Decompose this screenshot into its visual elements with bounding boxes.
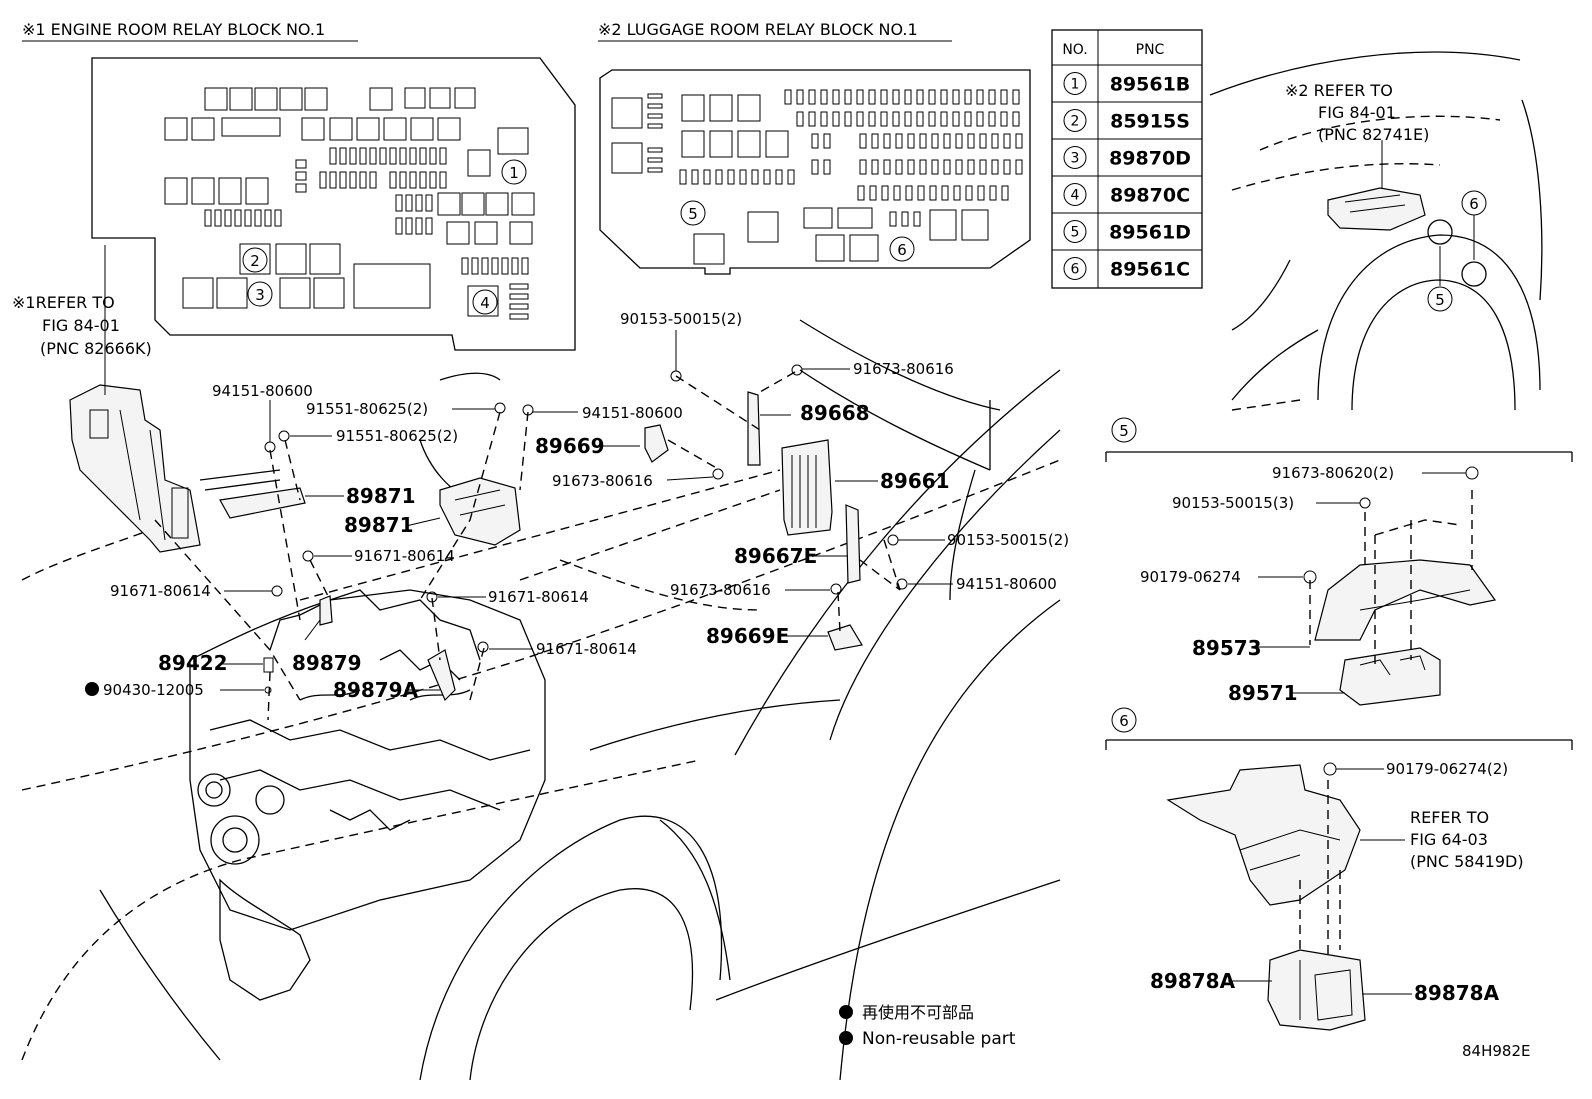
label-91551-80625-a: 91551-80625(2) bbox=[306, 400, 428, 418]
section-5-marker: 5 bbox=[1119, 422, 1129, 440]
table-row-pnc: 85915S bbox=[1110, 111, 1190, 133]
marker-1: 1 bbox=[509, 164, 519, 182]
ref3-line1: REFER TO bbox=[1410, 808, 1489, 827]
section-5: 5 bbox=[1105, 417, 1573, 706]
label-89669E: 89669E bbox=[706, 624, 789, 648]
table-row-pnc: 89870C bbox=[1110, 185, 1190, 207]
table-row-no: 5 bbox=[1071, 225, 1080, 241]
rear-vehicle-view: 5 6 bbox=[1209, 51, 1543, 411]
legend-en: Non-reusable part bbox=[862, 1029, 1016, 1049]
marker-5-rear: 5 bbox=[1435, 291, 1445, 309]
non-reusable-dot bbox=[85, 682, 99, 696]
luggage-block-heading: ※2 LUGGAGE ROOM RELAY BLOCK NO.1 bbox=[598, 20, 918, 39]
table-header-no: NO. bbox=[1062, 42, 1087, 58]
table-row-marker bbox=[1063, 220, 1087, 243]
figure-code: 84H982E bbox=[1462, 1042, 1530, 1060]
label-91671-80614-c: 91671-80614 bbox=[488, 588, 589, 606]
label-91673-80616-c: 91673-80616 bbox=[670, 581, 771, 599]
ref2-line2: FIG 84-01 bbox=[1318, 103, 1396, 122]
label-90179-06274-b: 90179-06274(2) bbox=[1386, 760, 1508, 778]
label-90430-12005: 90430-12005 bbox=[103, 681, 204, 699]
engine-illustration bbox=[189, 589, 546, 1001]
ref3-line3: (PNC 58419D) bbox=[1410, 852, 1524, 871]
marker-5: 5 bbox=[688, 205, 698, 223]
ref3-line2: FIG 64-03 bbox=[1410, 830, 1488, 849]
label-89871-a: 89871 bbox=[346, 484, 416, 508]
label-91673-80616-a: 91673-80616 bbox=[853, 360, 954, 378]
label-90179-06274-a: 90179-06274 bbox=[1140, 568, 1241, 586]
label-89661: 89661 bbox=[880, 469, 950, 493]
label-90153-50015-c: 90153-50015(3) bbox=[1172, 494, 1294, 512]
table-row-no: 4 bbox=[1071, 188, 1080, 204]
ref1-line1: ※1REFER TO bbox=[12, 293, 115, 312]
assembly-dash-lines bbox=[154, 371, 901, 721]
label-91671-80614-b: 91671-80614 bbox=[110, 582, 211, 600]
label-91551-80625-b: 91551-80625(2) bbox=[336, 427, 458, 445]
marker-4: 4 bbox=[480, 294, 490, 312]
ref1-line2: FIG 84-01 bbox=[42, 316, 120, 335]
table-row-no: 3 bbox=[1071, 151, 1080, 167]
bracket-89871 bbox=[219, 477, 521, 546]
luggage-relay-block: 5 6 bbox=[599, 69, 1031, 275]
label-89573: 89573 bbox=[1192, 636, 1262, 660]
label-89571: 89571 bbox=[1228, 681, 1298, 705]
label-89879: 89879 bbox=[292, 651, 362, 675]
label-91673-80620: 91673-80620(2) bbox=[1272, 464, 1394, 482]
marker-6: 6 bbox=[897, 241, 907, 259]
table-row-pnc: 89870D bbox=[1109, 148, 1191, 170]
engine-relay-assembly bbox=[69, 245, 201, 553]
section-6-marker: 6 bbox=[1119, 712, 1129, 730]
table-row-marker bbox=[1063, 72, 1087, 95]
table-row-pnc: 89561B bbox=[1110, 74, 1191, 96]
label-89667E: 89667E bbox=[734, 544, 817, 568]
legend-dot-jp bbox=[839, 1005, 853, 1019]
table-row-marker bbox=[1063, 109, 1087, 132]
label-89879A: 89879A bbox=[333, 678, 419, 702]
label-94151-80600-b: 94151-80600 bbox=[582, 404, 683, 422]
part-labels: 94151-80600 91551-80625(2) 91551-80625(2… bbox=[85, 310, 1508, 1005]
table-row-marker bbox=[1063, 146, 1087, 169]
label-94151-80600-a: 94151-80600 bbox=[212, 382, 313, 400]
label-89422: 89422 bbox=[158, 651, 228, 675]
label-89878A-b: 89878A bbox=[1414, 981, 1500, 1005]
table-header-pnc: PNC bbox=[1136, 42, 1165, 58]
label-89669: 89669 bbox=[535, 434, 605, 458]
pnc-table: NO. PNC 1 89561B 2 85915S 3 89870D 4 89870C 5 895… bbox=[1051, 29, 1203, 289]
refer-notes: ※1REFER TO FIG 84-01 (PNC 82666K) ※2 REF… bbox=[12, 81, 1524, 871]
table-row-no: 1 bbox=[1071, 77, 1080, 93]
table-row-pnc: 89561D bbox=[1109, 222, 1191, 244]
engine-relay-block: 1 2 3 4 bbox=[91, 57, 576, 351]
label-90153-50015-b: 90153-50015(2) bbox=[947, 531, 1069, 549]
engine-block-heading: ※1 ENGINE ROOM RELAY BLOCK NO.1 bbox=[22, 20, 325, 39]
legend-dot-en bbox=[839, 1031, 853, 1045]
marker-3: 3 bbox=[255, 286, 265, 304]
table-row-marker bbox=[1063, 257, 1087, 280]
table-row-no: 2 bbox=[1071, 114, 1080, 130]
ref1-line3: (PNC 82666K) bbox=[40, 339, 152, 358]
label-94151-80600-c: 94151-80600 bbox=[956, 575, 1057, 593]
ecu-89661 bbox=[644, 391, 863, 651]
legend: 再使用不可部品 Non-reusable part bbox=[839, 1003, 1016, 1049]
label-90153-50015-a: 90153-50015(2) bbox=[620, 310, 742, 328]
marker-6-rear: 6 bbox=[1469, 195, 1479, 213]
section-6: 6 bbox=[1105, 707, 1573, 1031]
legend-jp: 再使用不可部品 bbox=[862, 1003, 974, 1022]
bracket-89879 bbox=[319, 595, 456, 702]
label-89871-b: 89871 bbox=[344, 513, 414, 537]
ref2-line3: (PNC 82741E) bbox=[1318, 125, 1429, 144]
ref2-line1: ※2 REFER TO bbox=[1285, 81, 1393, 100]
vehicle-outline bbox=[21, 319, 1061, 1081]
table-row-marker bbox=[1063, 183, 1087, 206]
leader-lines bbox=[220, 330, 953, 691]
table-row-no: 6 bbox=[1071, 262, 1080, 278]
table-row-pnc: 89561C bbox=[1110, 259, 1190, 281]
marker-2: 2 bbox=[250, 252, 260, 270]
label-91671-80614-a: 91671-80614 bbox=[354, 547, 455, 565]
label-89878A-a: 89878A bbox=[1150, 969, 1236, 993]
label-91673-80616-b: 91673-80616 bbox=[552, 472, 653, 490]
label-91671-80614-d: 91671-80614 bbox=[536, 640, 637, 658]
label-89668: 89668 bbox=[800, 401, 870, 425]
